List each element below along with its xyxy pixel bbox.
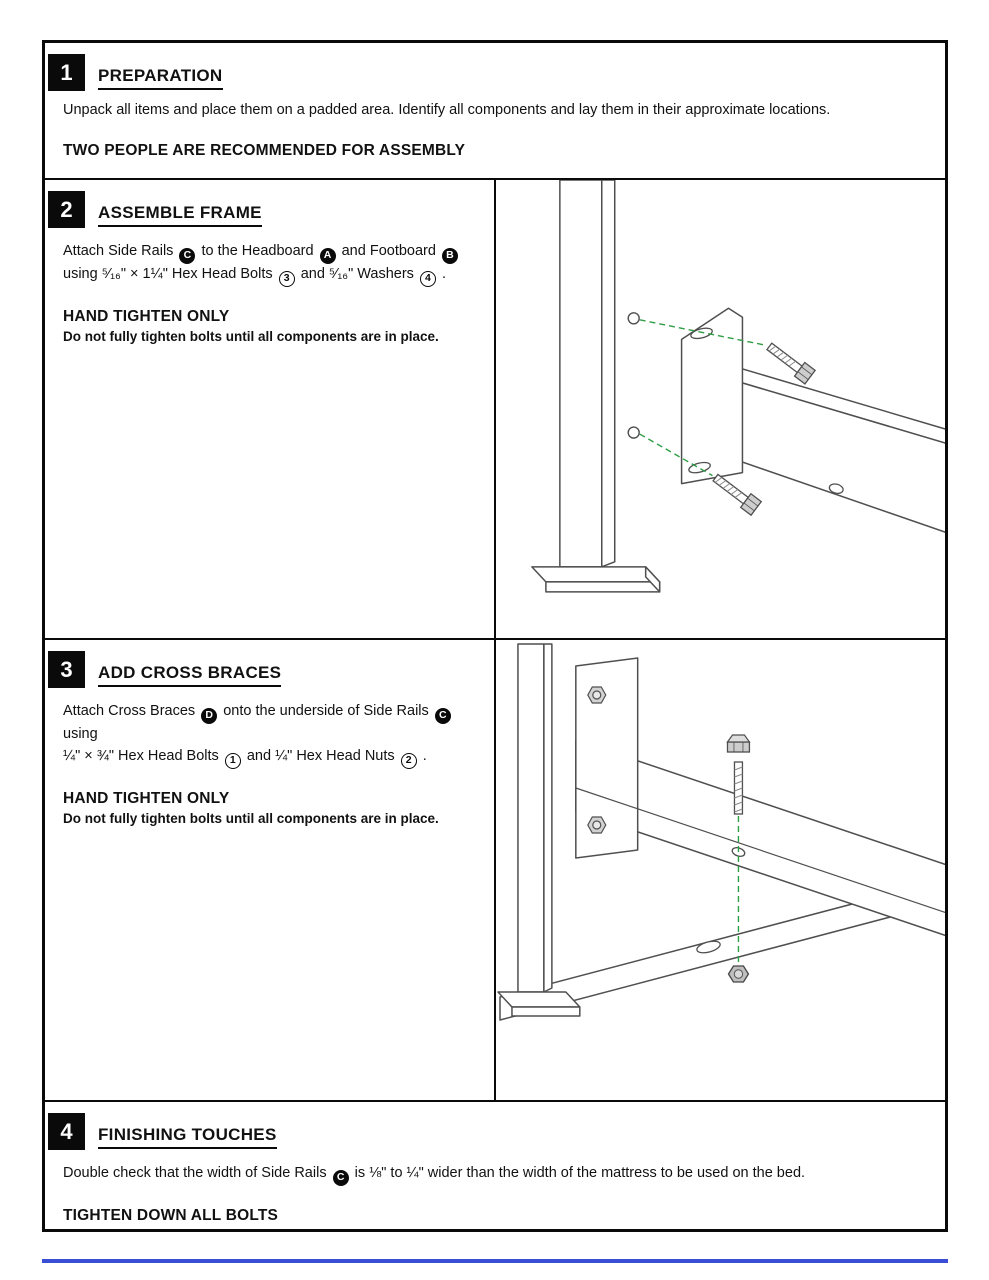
section-add-cross-braces: 3 ADD CROSS BRACES Attach Cross Braces D… — [45, 638, 945, 1100]
document-frame: 1 PREPARATION Unpack all items and place… — [42, 40, 948, 1232]
footer-accent-line — [42, 1259, 948, 1263]
section-header: 4 FINISHING TOUCHES — [45, 1102, 945, 1150]
instruction-line: ¼" × ¾" Hex Head Bolts 1 and ¼" Hex Head… — [63, 746, 480, 769]
instruction-segment: to the Headboard — [201, 243, 314, 259]
section-text-column: 3 ADD CROSS BRACES Attach Cross Braces D… — [45, 640, 496, 1100]
hardware-badge-1: 1 — [224, 752, 241, 769]
step-number-box: 1 — [48, 54, 85, 91]
instruction-segment: is ⅛" to ¼" wider than the width of the … — [354, 1165, 806, 1181]
washers — [627, 312, 640, 439]
section-body-text: Unpack all items and place them on a pad… — [63, 102, 831, 118]
rail-hole — [828, 483, 844, 495]
section-header: 3 ADD CROSS BRACES — [45, 640, 494, 688]
bed-post — [559, 180, 616, 568]
hardware-badge-3: 3 — [278, 270, 295, 287]
bracket-bolt-heads — [587, 686, 607, 834]
post-base-plate — [497, 991, 581, 1017]
hardware-badge-2: 2 — [400, 752, 417, 769]
hex-bolt-vertical — [726, 734, 751, 815]
two-people-note: TWO PEOPLE ARE RECOMMENDED FOR ASSEMBLY — [63, 142, 466, 160]
rail-fold-line — [575, 787, 945, 913]
cross-brace-illustration — [496, 640, 945, 1100]
section-header: 2 ASSEMBLE FRAME — [45, 180, 494, 228]
instruction-segment: . — [442, 265, 447, 282]
instruction-segment: Attach Side Rails — [63, 243, 174, 259]
instruction-segment: and ¼" Hex Head Nuts — [246, 747, 395, 764]
section-title: PREPARATION — [98, 66, 223, 90]
hand-tighten-heading: HAND TIGHTEN ONLY — [63, 789, 230, 807]
brace-slot — [696, 940, 721, 954]
section-title: ASSEMBLE FRAME — [98, 203, 262, 227]
instruction-line: Double check that the width of Side Rail… — [63, 1163, 931, 1186]
instruction-segment: ¼" × ¾" Hex Head Bolts — [63, 747, 219, 764]
hand-tighten-heading: HAND TIGHTEN ONLY — [63, 307, 230, 325]
section-finishing-touches: 4 FINISHING TOUCHES Double check that th… — [45, 1100, 945, 1229]
instruction-segment: and ⁵⁄₁₆" Washers — [300, 265, 414, 282]
hand-tighten-note: Do not fully tighten bolts until all com… — [63, 328, 439, 344]
tighten-all-bolts-note: TIGHTEN DOWN ALL BOLTS — [63, 1206, 279, 1224]
part-badge-D: D — [201, 707, 218, 724]
instruction-line: Attach Cross Braces D onto the underside… — [63, 701, 480, 746]
part-badge-C: C — [332, 1169, 349, 1186]
instruction-segment: using ⁵⁄₁₆" × 1¼" Hex Head Bolts — [63, 265, 273, 282]
step-number-box: 3 — [48, 651, 85, 688]
section-title: FINISHING TOUCHES — [98, 1125, 277, 1149]
section-assemble-frame: 2 ASSEMBLE FRAME Attach Side Rails C to … — [45, 178, 945, 638]
bracket-slots — [688, 327, 844, 495]
section-text-column: 4 FINISHING TOUCHES Double check that th… — [45, 1102, 945, 1225]
section-preparation: 1 PREPARATION Unpack all items and place… — [45, 43, 945, 178]
instruction-segment: . — [422, 747, 427, 764]
instruction-segment: Attach Cross Braces — [63, 703, 196, 719]
hex-nut — [727, 965, 750, 983]
part-badge-C: C — [179, 247, 196, 264]
instruction-segment: Double check that the width of Side Rail… — [63, 1165, 327, 1181]
part-badge-C: C — [434, 707, 451, 724]
section-header: 1 PREPARATION — [45, 43, 945, 91]
instruction-line: using ⁵⁄₁₆" × 1¼" Hex Head Bolts 3 and ⁵… — [63, 264, 480, 287]
hand-tighten-note: Do not fully tighten bolts until all com… — [63, 810, 439, 826]
instruction-segment: using — [63, 725, 98, 742]
instruction-segment: and Footboard — [341, 243, 436, 259]
step-number-box: 2 — [48, 191, 85, 228]
part-badge-B: B — [441, 247, 458, 264]
bed-post — [517, 643, 553, 993]
step-number-box: 4 — [48, 1113, 85, 1150]
instruction-line: Attach Side Rails C to the Headboard A a… — [63, 241, 480, 264]
post-base-plate — [531, 566, 661, 593]
assemble-frame-diagram — [531, 180, 945, 593]
part-badge-A: A — [319, 247, 336, 264]
guide-lines — [639, 319, 767, 477]
cross-brace-diagram — [497, 643, 945, 1021]
rail-bracket — [680, 307, 744, 485]
instruction-segment: onto the underside of Side Rails — [223, 703, 429, 719]
cross-brace — [499, 878, 945, 1021]
assemble-frame-illustration — [496, 180, 945, 638]
hex-bolt-lower — [709, 470, 762, 516]
section-title: ADD CROSS BRACES — [98, 663, 282, 687]
section-text-column: 2 ASSEMBLE FRAME Attach Side Rails C to … — [45, 180, 496, 638]
hardware-badge-4: 4 — [419, 270, 436, 287]
rail-bracket — [575, 657, 639, 859]
